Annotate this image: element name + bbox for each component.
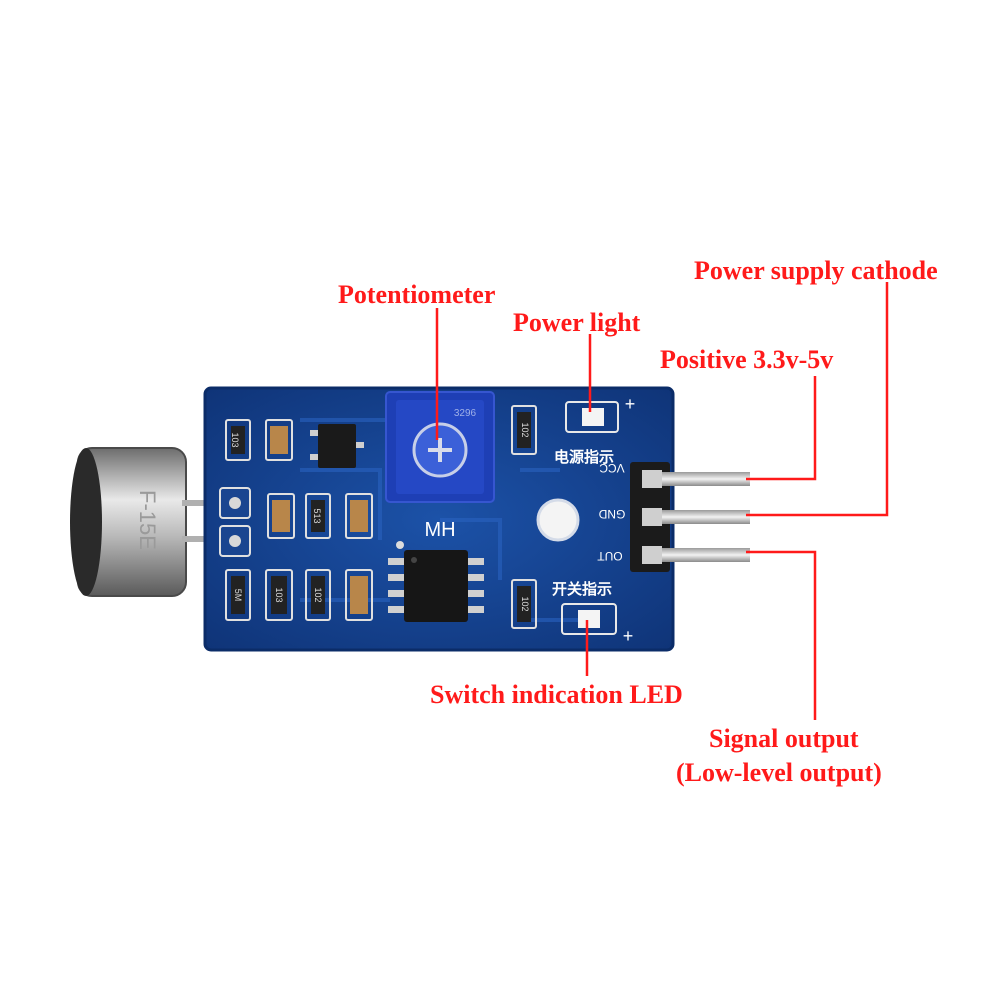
svg-text:102: 102	[313, 587, 323, 602]
power-light-label: Power light	[513, 308, 641, 337]
pin-label-vcc: VCC	[599, 461, 625, 475]
power-supply-cathode-label: Power supply cathode	[694, 256, 938, 285]
callout-lines	[435, 282, 889, 720]
pin-label-gnd: GND	[598, 507, 625, 521]
mounting-hole	[536, 498, 580, 542]
smd-components	[225, 405, 537, 629]
mic-pads	[219, 487, 251, 557]
svg-text:5M: 5M	[233, 589, 243, 602]
svg-text:103: 103	[274, 587, 284, 602]
switch-indicator-text: 开关指示	[552, 580, 612, 598]
svg-text:+: +	[623, 626, 634, 646]
svg-text:+: +	[625, 394, 636, 414]
power-led: +	[565, 394, 636, 433]
svg-text:102: 102	[520, 422, 530, 437]
signal-output-leader-line	[746, 550, 817, 720]
header-pins	[630, 462, 750, 572]
comparator-ic	[388, 541, 484, 622]
low-level-output-label: (Low-level output)	[676, 758, 882, 787]
svg-text:103: 103	[230, 432, 240, 447]
svg-text:102: 102	[520, 596, 530, 611]
trimmer-marking: 3296	[454, 408, 477, 419]
svg-text:513: 513	[312, 508, 322, 523]
chip-marking: MH	[424, 519, 455, 541]
potentiometer-component: 3296	[385, 391, 495, 503]
positive-voltage-label: Positive 3.3v-5v	[660, 345, 834, 374]
mic-marking: F-15E	[135, 490, 160, 550]
switch-led: +	[561, 603, 634, 646]
power-indicator-text: 电源指示	[554, 448, 614, 466]
pin-label-out: OUT	[597, 549, 623, 563]
switch-indication-led-label: Switch indication LED	[430, 680, 683, 709]
positive-leader-line	[746, 376, 817, 481]
signal-output-label: Signal output	[709, 724, 859, 753]
component-markings: 103 513 5M 103 102 102 102	[230, 422, 530, 611]
potentiometer-label: Potentiometer	[338, 280, 496, 309]
cathode-leader-line	[746, 282, 889, 517]
